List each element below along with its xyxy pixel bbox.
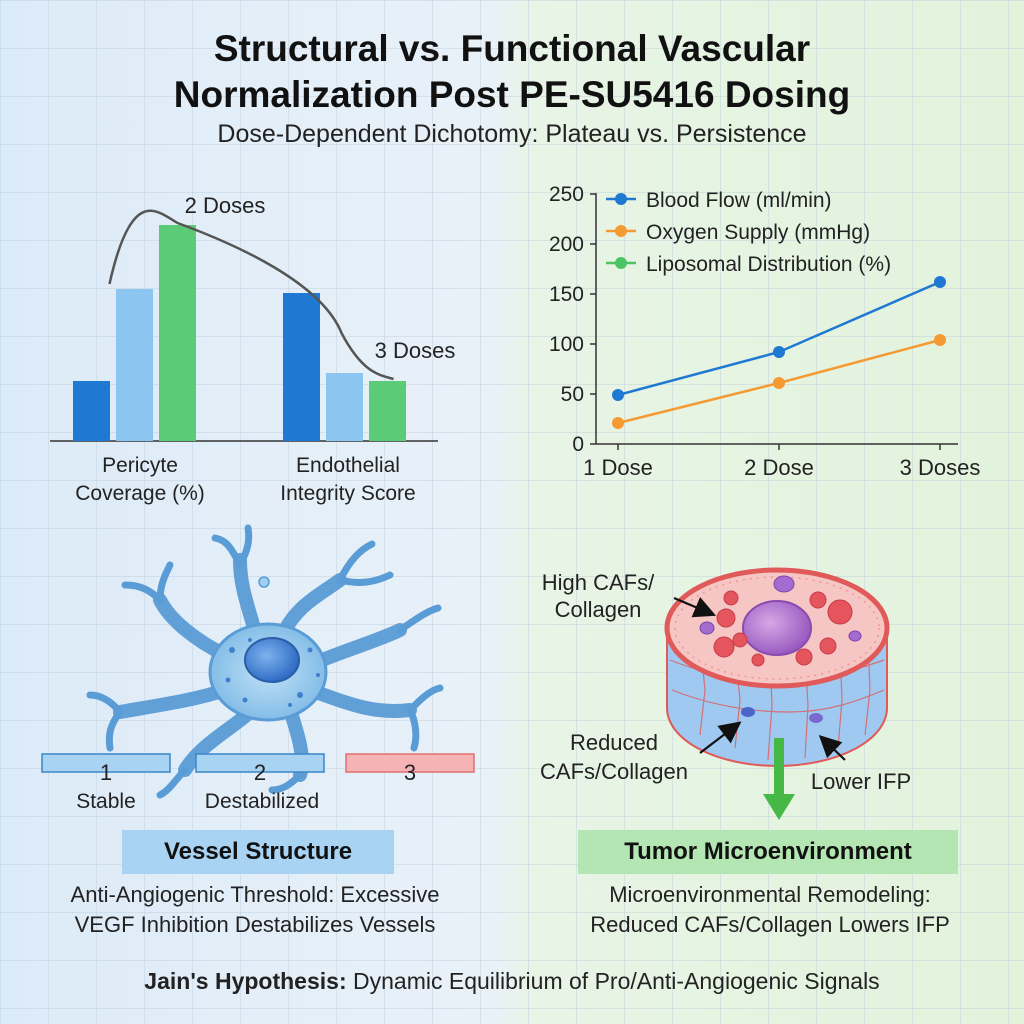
legend-label-0: Blood Flow (ml/min): [646, 189, 832, 212]
footer-text: Dynamic Equilibrium of Pro/Anti-Angiogen…: [346, 968, 880, 994]
line-chart: 0 50 100 150 200 250 1 Dose 2 Dose 3 Doses Bloo…: [549, 183, 980, 480]
line-chart-ytick-label: 150: [549, 283, 584, 306]
line-chart-ytick-label: 100: [549, 333, 584, 356]
tumor-core: [742, 600, 812, 656]
bar-trend-curve: [108, 209, 394, 381]
legend-swatch-dot-0: [615, 193, 627, 205]
pericyte-cell-illustration: [86, 524, 444, 799]
line-chart-ytick-label: 250: [549, 183, 584, 206]
label-high-cafs-line1: High CAFs/: [542, 570, 655, 595]
stage-label-1: Stable: [76, 790, 136, 813]
category-label-endothelial-line1: Endothelial: [296, 454, 400, 477]
bar-pericyte-dose-3: [159, 225, 196, 441]
legend-swatch-dot-2: [615, 257, 627, 269]
footer-hypothesis: Jain's Hypothesis: Dynamic Equilibrium o…: [0, 968, 1024, 995]
reduced-cell-1: [741, 707, 755, 717]
stage-number-2: 2: [254, 760, 266, 785]
line-chart-ytick-label: 200: [549, 233, 584, 256]
tumor-caption: Microenvironmental Remodeling: Reduced C…: [540, 880, 1000, 940]
stage-number-3: 3: [404, 760, 416, 785]
legend-swatch-dot-1: [615, 225, 627, 237]
line-chart-xtick-label: 2 Dose: [744, 455, 814, 480]
tumor-illustration: High CAFs/ Collagen Reduced CAFs/Collage…: [540, 567, 911, 820]
tumor-caption-line2: Reduced CAFs/Collagen Lowers IFP: [590, 912, 950, 937]
vessel-structure-heading: Vessel Structure: [122, 830, 394, 874]
page-subtitle: Dose-Dependent Dichotomy: Plateau vs. Pe…: [217, 120, 807, 148]
series-0-point-3: [934, 276, 946, 288]
category-label-endothelial-line2: Integrity Score: [280, 482, 415, 505]
series-1-point-1: [612, 417, 624, 429]
arrow-high-cafs: [673, 596, 717, 618]
stage-bar-3: [345, 753, 475, 773]
vessel-caption-line1: Anti-Angiogenic Threshold: Excessive: [70, 882, 440, 907]
bar-pericyte-dose-1: [73, 381, 110, 441]
label-reduced-cafs-line2: CAFs/Collagen: [540, 759, 688, 784]
line-chart-ytick-label: 0: [572, 433, 584, 456]
tumor-microenvironment-heading: Tumor Microenvironment: [578, 830, 958, 874]
legend-label-1: Oxygen Supply (mmHg): [646, 221, 870, 244]
series-0-point-1: [612, 389, 624, 401]
arrow-reduced-cafs: [699, 721, 742, 754]
stage-bar-2: [195, 753, 325, 773]
cell-nucleus: [244, 637, 300, 683]
stage-number-1: 1: [100, 760, 112, 785]
label-lower-ifp: Lower IFP: [811, 769, 911, 794]
vessel-caption-line2: VEGF Inhibition Destabilizes Vessels: [74, 912, 436, 937]
page-title: Structural vs. Functional Vascular Norma…: [0, 26, 1024, 118]
series-1-point-2: [773, 377, 785, 389]
bar-endothelial-dose-1: [283, 293, 320, 441]
series-1-point-3: [934, 334, 946, 346]
ifp-down-arrow-shaft: [774, 738, 784, 796]
annotation-3-doses: 3 Doses: [375, 338, 456, 363]
tumor-caption-line1: Microenvironmental Remodeling:: [609, 882, 931, 907]
title-line-1: Structural vs. Functional Vascular: [213, 28, 811, 69]
bar-chart: 2 Doses 3 Doses Pericyte Coverage (%) En…: [50, 193, 455, 505]
footer-bold-label: Jain's Hypothesis:: [144, 968, 347, 994]
category-label-pericyte-line1: Pericyte: [102, 454, 178, 477]
arrow-lower-ifp: [818, 734, 846, 761]
label-reduced-cafs-line1: Reduced: [570, 730, 658, 755]
annotation-2-doses: 2 Doses: [185, 193, 266, 218]
bar-endothelial-dose-3: [369, 381, 406, 441]
bar-endothelial-dose-2: [326, 373, 363, 441]
stage-label-2: Destabilized: [205, 790, 319, 813]
reduced-cell-2: [809, 713, 823, 723]
title-line-2: Normalization Post PE-SU5416 Dosing: [173, 74, 851, 115]
line-chart-xtick-label: 1 Dose: [583, 455, 653, 480]
ifp-down-arrow-head: [763, 794, 795, 820]
vessel-caption: Anti-Angiogenic Threshold: Excessive VEG…: [20, 880, 490, 940]
category-label-pericyte-line2: Coverage (%): [75, 482, 205, 505]
label-high-cafs-line2: Collagen: [555, 597, 642, 622]
bar-pericyte-dose-2: [116, 289, 153, 441]
line-chart-ytick-label: 50: [561, 383, 584, 406]
legend-label-2: Liposomal Distribution (%): [646, 253, 891, 276]
stage-bar-1: [41, 753, 171, 773]
line-chart-xtick-label: 3 Doses: [900, 455, 981, 480]
series-0-point-2: [773, 346, 785, 358]
